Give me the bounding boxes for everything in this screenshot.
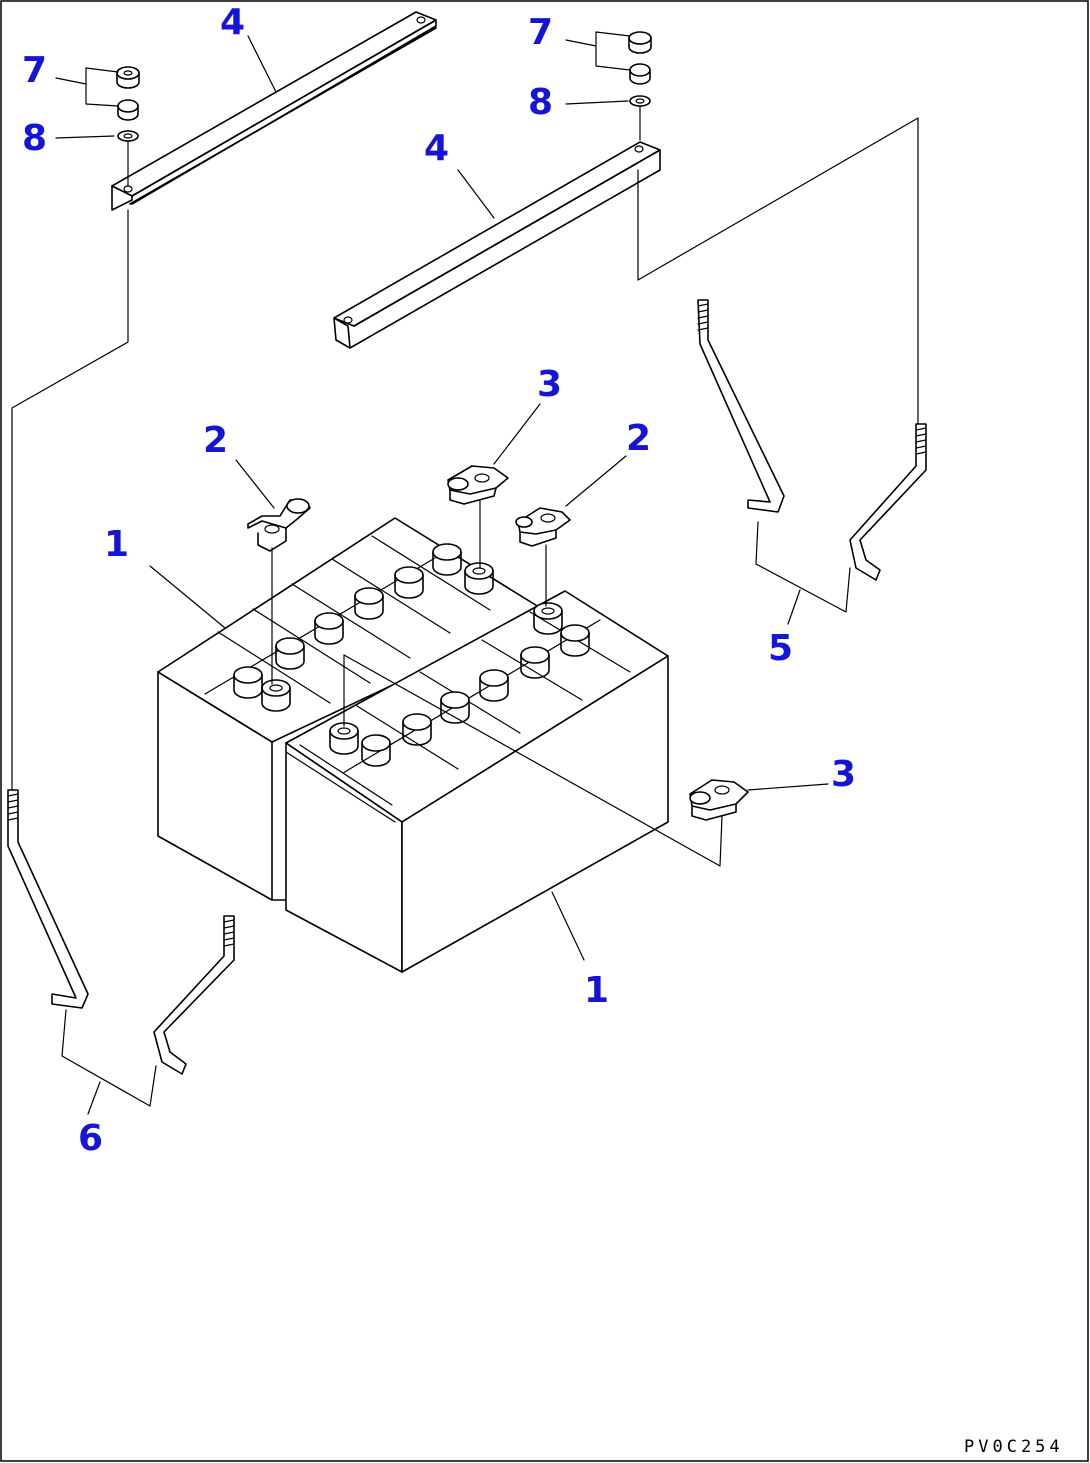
- nut-washer-left: [116, 66, 140, 187]
- upper-terminal-right: [464, 562, 494, 595]
- clamp-3-top: [447, 465, 509, 505]
- drawing-code: PV0C254: [964, 1437, 1064, 1457]
- callout-2-left: 2: [203, 420, 228, 461]
- callout-1-lower: 1: [584, 970, 609, 1011]
- bracket-4-right: [333, 141, 661, 349]
- assembly-lines: [11, 117, 919, 1107]
- connection-lines: [271, 499, 723, 867]
- lower-terminal-left: [329, 722, 359, 755]
- callout-7-right: 7: [528, 12, 553, 53]
- callout-6: 6: [78, 1118, 103, 1159]
- callout-5: 5: [768, 628, 793, 669]
- callout-3-top: 3: [537, 364, 562, 405]
- battery-upper: [157, 517, 548, 901]
- clamp-2-right: [515, 507, 571, 547]
- callout-7-left: 7: [22, 50, 47, 91]
- leader-lines: [55, 31, 829, 1115]
- callout-4-right: 4: [424, 128, 449, 169]
- callout-8-left: 8: [22, 118, 47, 159]
- clamp-2-left: [247, 498, 311, 552]
- callout-3-right: 3: [831, 754, 856, 795]
- upper-terminal-left: [261, 679, 291, 712]
- lower-terminal-right: [533, 602, 563, 635]
- nut-washer-right: [628, 31, 652, 141]
- callout-2-right: 2: [626, 418, 651, 459]
- callout-4-left: 4: [220, 2, 245, 43]
- battery-upper-caps: [233, 543, 494, 712]
- callout-8-right: 8: [528, 82, 553, 123]
- callouts: 1 1 2 2 3 3 4 4 5 6 7 7 8 8: [22, 2, 856, 1159]
- battery-lower: [285, 590, 669, 973]
- clamp-3-right: [689, 779, 749, 821]
- j-bolt-5: [697, 299, 927, 581]
- bracket-4-left: [111, 11, 437, 211]
- battery-lower-caps: [329, 602, 590, 767]
- callout-1-upper: 1: [104, 524, 129, 565]
- j-bolt-6: [7, 789, 235, 1075]
